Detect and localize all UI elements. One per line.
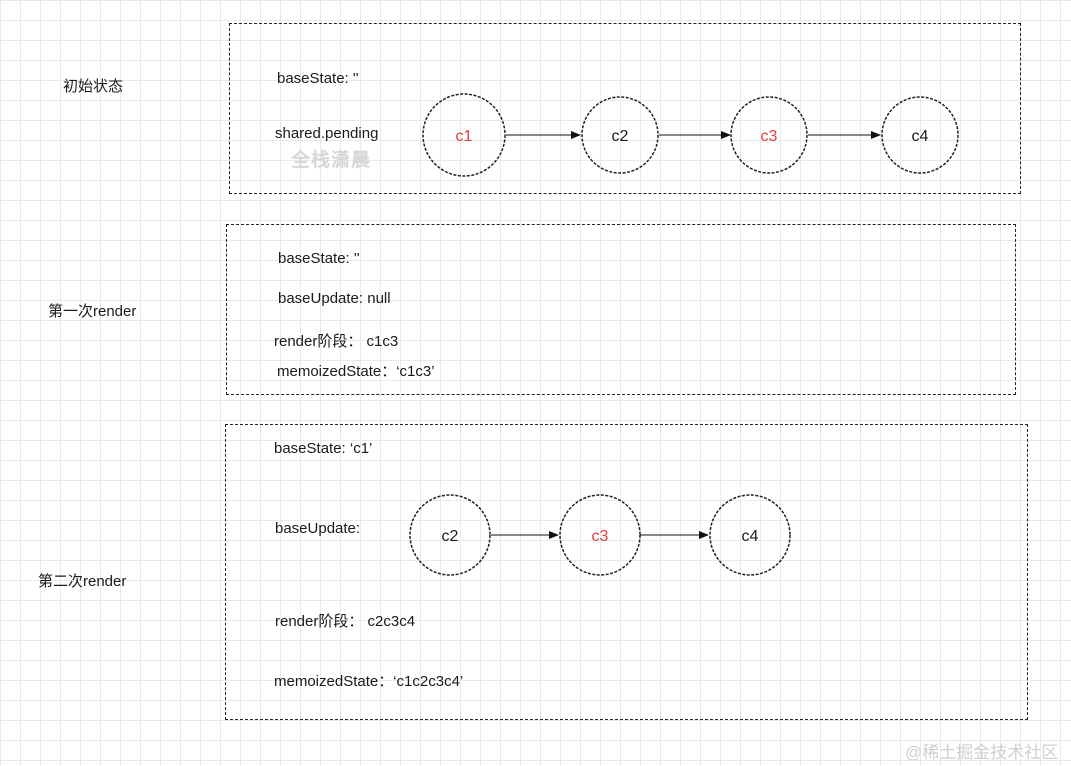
node-c1: c1	[422, 93, 506, 177]
second-render-box	[225, 424, 1028, 720]
node-c1-label: c1	[456, 128, 473, 145]
first-memoized-state: memoizedState：‘c1c3’	[277, 363, 435, 380]
side-label-first-render: 第一次render	[48, 303, 137, 320]
second-memoized-state: memoizedState：‘c1c2c3c4’	[274, 673, 464, 690]
initial-pending-label: shared.pending	[275, 125, 379, 142]
node-c4-label: c4	[912, 128, 929, 145]
first-render-box	[226, 224, 1016, 395]
second-render-phase: render阶段： c2c3c4	[275, 613, 416, 630]
side-label-second-render: 第二次render	[38, 573, 127, 590]
watermark-logo: 全栈潇晨	[291, 150, 372, 171]
node-c3: c3	[730, 96, 808, 174]
node-c3-second-label: c3	[592, 528, 609, 545]
second-linked-list: c2 c3 c4	[409, 494, 791, 576]
node-c4-second: c4	[709, 494, 791, 576]
node-c4-second-label: c4	[742, 528, 759, 545]
initial-state-box	[229, 23, 1021, 194]
initial-base-state: baseState: ''	[277, 70, 359, 87]
node-c4: c4	[881, 96, 959, 174]
first-render-phase: render阶段： c1c3	[274, 333, 399, 350]
first-base-state: baseState: ''	[278, 250, 360, 267]
node-c2-label: c2	[612, 128, 629, 145]
side-label-initial: 初始状态	[63, 78, 124, 95]
node-c2: c2	[581, 96, 659, 174]
node-c3-second: c3	[559, 494, 641, 576]
initial-linked-list: c1 c2 c3 c4	[422, 93, 959, 177]
node-c3-label: c3	[761, 128, 778, 145]
footer-credit: @稀土掘金技术社区	[905, 743, 1059, 762]
first-base-update: baseUpdate: null	[278, 290, 391, 307]
node-c2-second: c2	[409, 494, 491, 576]
second-base-state: baseState: ‘c1’	[274, 440, 373, 457]
second-base-update: baseUpdate:	[275, 520, 361, 537]
node-c2-second-label: c2	[442, 528, 459, 545]
